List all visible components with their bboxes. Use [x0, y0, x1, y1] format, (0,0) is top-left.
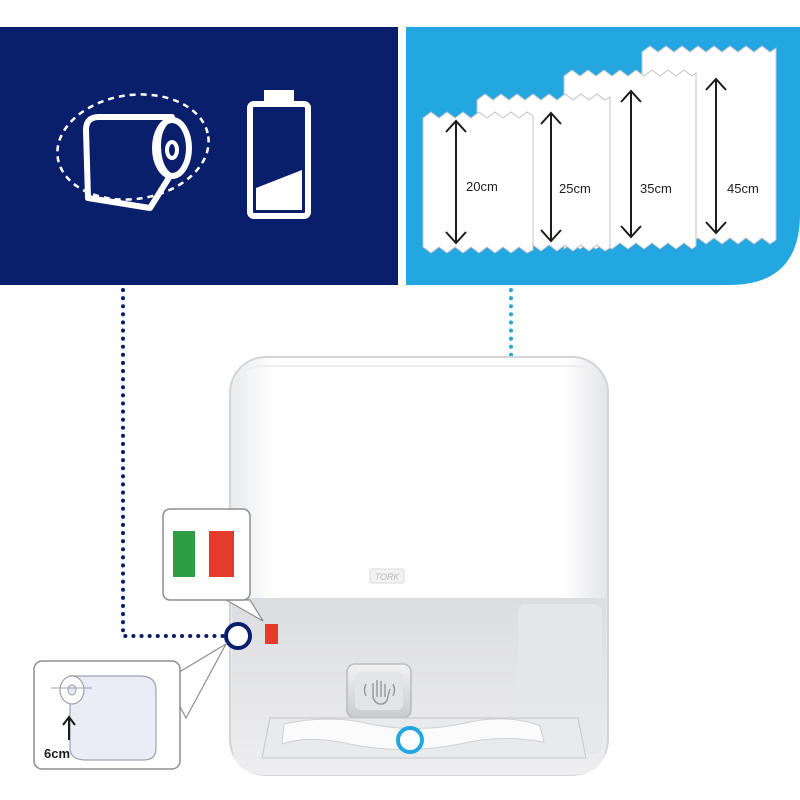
roll-callout: 6cm	[33, 642, 228, 770]
brand-logo: TORK	[375, 572, 401, 582]
sheet-label-45cm: 45cm	[727, 181, 759, 196]
length-arrow-45cm	[705, 77, 727, 235]
up-arrow-icon	[62, 715, 76, 740]
length-arrow-20cm	[445, 119, 467, 245]
length-arrow-25cm	[540, 111, 562, 243]
status-led	[265, 624, 278, 644]
sheet-label-25cm: 25cm	[559, 181, 591, 196]
paper-roll-icon	[56, 93, 210, 211]
length-arrow-35cm	[620, 89, 642, 239]
hand-sensor-icon	[363, 680, 396, 705]
towel-dispenser: TORK	[229, 356, 609, 776]
remaining-roll-icon	[51, 675, 157, 761]
towel-slot-highlight	[396, 726, 424, 754]
status-green	[173, 531, 195, 577]
status-indicator-callout	[162, 508, 264, 622]
status-red	[209, 531, 234, 577]
sheet-label-35cm: 35cm	[640, 181, 672, 196]
sheet-20cm	[422, 111, 534, 254]
sheet-label-20cm: 20cm	[466, 179, 498, 194]
status-white	[195, 531, 209, 577]
battery-low-icon	[247, 90, 311, 219]
status-led-highlight	[224, 622, 252, 650]
navy-panel	[0, 27, 398, 285]
navy-dotted-connector	[121, 288, 226, 638]
roll-label-6cm: 6cm	[44, 746, 70, 761]
